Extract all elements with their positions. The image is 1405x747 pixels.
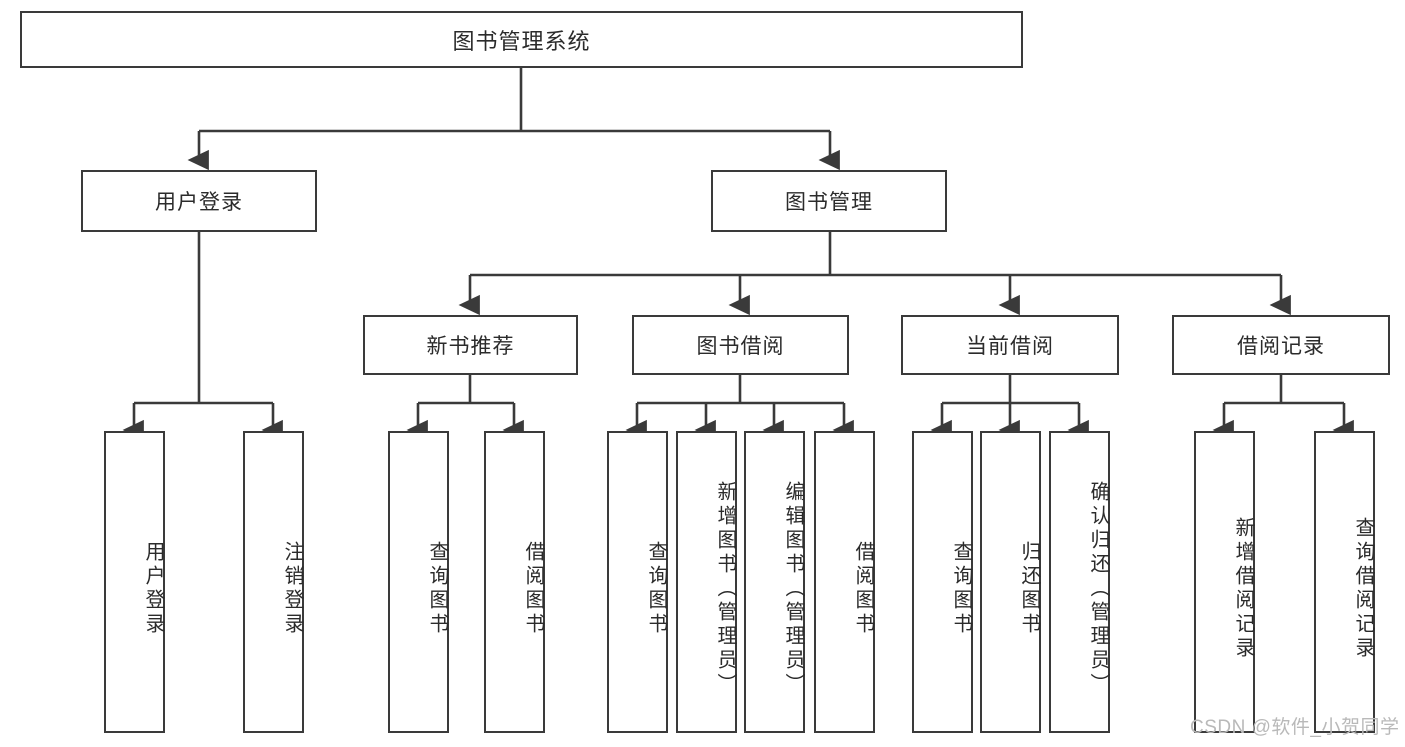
leaf-edit-book-label: 编辑图书（管理员） [782,481,804,697]
leaf-confirm-return-label: 确认归还（管理员） [1087,481,1109,697]
node-current-borrow[interactable]: 当前借阅 [901,315,1119,375]
leaf-edit-book[interactable]: 编辑图书（管理员） [744,431,805,733]
leaf-query-book-3[interactable]: 查询图书 [912,431,973,733]
leaf-borrow-book-2[interactable]: 借阅图书 [814,431,875,733]
node-borrow-record[interactable]: 借阅记录 [1172,315,1390,375]
leaf-return-book[interactable]: 归还图书 [980,431,1041,733]
leaf-query-record[interactable]: 查询借阅记录 [1314,431,1375,733]
leaf-query-book-1-label: 查询图书 [426,541,448,637]
leaf-logout-login-label: 注销登录 [281,541,303,637]
leaf-query-book-2[interactable]: 查询图书 [607,431,668,733]
node-new-book-recommend-label: 新书推荐 [426,335,515,358]
node-book-manage[interactable]: 图书管理 [711,170,947,232]
node-book-manage-label: 图书管理 [785,191,873,214]
node-new-book-recommend[interactable]: 新书推荐 [363,315,578,375]
node-borrow-record-label: 借阅记录 [1237,335,1325,358]
leaf-user-login[interactable]: 用户登录 [104,431,165,733]
leaf-confirm-return[interactable]: 确认归还（管理员） [1049,431,1110,733]
leaf-add-book[interactable]: 新增图书（管理员） [676,431,737,733]
node-user-login-label: 用户登录 [155,191,243,214]
leaf-add-record-label: 新增借阅记录 [1232,517,1254,661]
csdn-watermark: CSDN @软件_小贺同学 [1190,717,1400,738]
leaf-borrow-book-1[interactable]: 借阅图书 [484,431,545,733]
node-current-borrow-label: 当前借阅 [966,335,1054,358]
leaf-add-book-label: 新增图书（管理员） [714,481,736,697]
node-user-login[interactable]: 用户登录 [81,170,317,232]
leaf-borrow-book-2-label: 借阅图书 [852,541,874,637]
leaf-user-login-label: 用户登录 [142,541,164,637]
node-book-borrow[interactable]: 图书借阅 [632,315,849,375]
leaf-query-record-label: 查询借阅记录 [1352,517,1374,661]
leaf-add-record[interactable]: 新增借阅记录 [1194,431,1255,733]
leaf-return-book-label: 归还图书 [1018,541,1040,637]
leaf-query-book-2-label: 查询图书 [645,541,667,637]
leaf-query-book-1[interactable]: 查询图书 [388,431,449,733]
leaf-borrow-book-1-label: 借阅图书 [522,541,544,637]
node-root-label: 图书管理系统 [452,28,591,54]
leaf-logout-login[interactable]: 注销登录 [243,431,304,733]
leaf-query-book-3-label: 查询图书 [950,541,972,637]
node-book-borrow-label: 图书借阅 [696,335,785,358]
node-root[interactable]: 图书管理系统 [20,11,1023,68]
